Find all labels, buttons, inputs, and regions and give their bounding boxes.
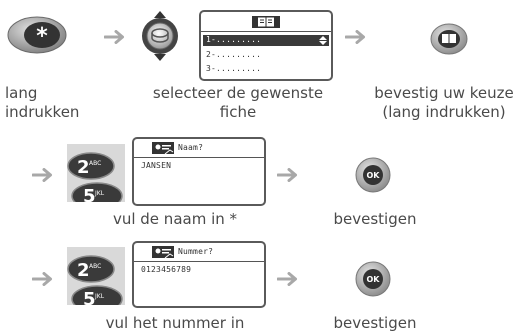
name-value: JANSEN bbox=[141, 161, 172, 170]
navigator-icon bbox=[142, 11, 178, 61]
caption-enter-number: vul het nummer in bbox=[105, 314, 245, 332]
caption-line: lang bbox=[5, 84, 38, 102]
svg-text:ABC: ABC bbox=[89, 263, 101, 270]
caption-long-press: lang indrukken bbox=[5, 84, 79, 122]
arrow-right-icon bbox=[104, 30, 124, 44]
svg-text:*: * bbox=[36, 24, 48, 49]
arrow-right-icon bbox=[345, 30, 365, 44]
caption-line: bevestig uw keuze bbox=[374, 84, 514, 102]
arrow-right-icon bbox=[277, 272, 297, 286]
divider bbox=[201, 31, 331, 32]
book-key-icon bbox=[430, 23, 468, 55]
svg-text:ABC: ABC bbox=[89, 160, 101, 167]
number-value: 0123456789 bbox=[141, 265, 192, 274]
arrow-right-icon bbox=[32, 272, 52, 286]
caption-line: (lang indrukken) bbox=[382, 103, 506, 121]
caption-confirm: bevestigen bbox=[333, 314, 417, 332]
caption-confirm-choice: bevestig uw keuze (lang indrukken) bbox=[364, 84, 521, 122]
caption-select-entry: selecteer de gewenste fiche bbox=[148, 84, 328, 122]
caption-enter-name: vul de naam in * bbox=[112, 210, 238, 228]
caption-line: indrukken bbox=[5, 103, 80, 121]
contact-card-icon bbox=[152, 142, 174, 154]
svg-text:JKL: JKL bbox=[94, 190, 105, 197]
divider bbox=[134, 261, 264, 262]
list-item-label: 1-......... bbox=[206, 35, 262, 44]
list-item: 2-......... bbox=[206, 50, 262, 59]
scroll-arrows-icon bbox=[319, 36, 327, 45]
ok-label: OK bbox=[367, 275, 381, 284]
svg-text:2: 2 bbox=[77, 260, 90, 281]
ok-button-icon: OK bbox=[355, 157, 391, 193]
ok-label: OK bbox=[367, 171, 381, 180]
arrow-right-icon bbox=[277, 168, 297, 182]
keypad-icon: 2 ABC 5 JKL bbox=[67, 144, 125, 202]
svg-text:2: 2 bbox=[77, 157, 90, 178]
caption-line: fiche bbox=[219, 103, 257, 121]
divider bbox=[134, 157, 264, 158]
phone-display: Nummer? 0123456789 bbox=[132, 241, 266, 308]
directory-icon bbox=[252, 16, 280, 28]
phone-display: 1-......... 2-......... 3-......... bbox=[199, 10, 333, 81]
svg-text:JKL: JKL bbox=[94, 293, 105, 300]
field-prompt: Naam? bbox=[178, 143, 204, 152]
keypad-icon: 2 ABC 5 JKL bbox=[67, 247, 125, 305]
svg-text:5: 5 bbox=[83, 289, 96, 305]
ok-button-icon: OK bbox=[355, 261, 391, 297]
arrow-right-icon bbox=[32, 168, 52, 182]
caption-confirm: bevestigen bbox=[333, 210, 417, 228]
caption-line: selecteer de gewenste bbox=[152, 84, 324, 102]
contact-card-icon bbox=[152, 246, 174, 258]
field-prompt: Nummer? bbox=[178, 247, 214, 256]
list-item-selected: 1-......... bbox=[203, 35, 329, 46]
phone-display: Naam? JANSEN bbox=[132, 137, 266, 206]
star-key-icon: * bbox=[7, 16, 67, 54]
svg-text:5: 5 bbox=[83, 186, 96, 202]
list-item: 3-......... bbox=[206, 64, 262, 73]
